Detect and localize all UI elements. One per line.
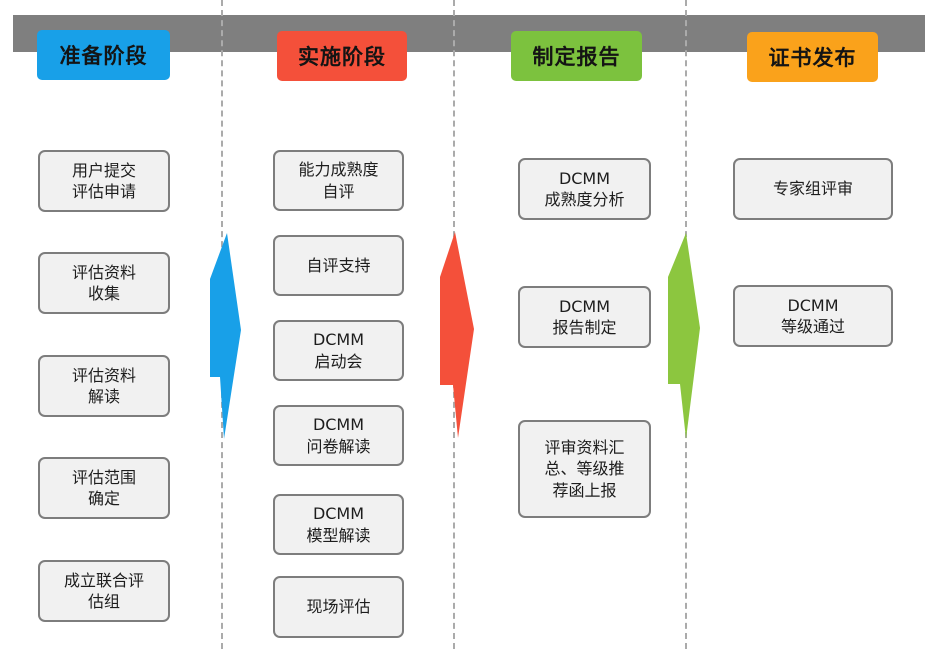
step-label: 自评支持 — [306, 255, 371, 275]
step-label: 评估资料 收集 — [71, 262, 136, 303]
step-label: DCMM 成熟度分析 — [544, 168, 625, 209]
step-box: 评估资料 解读 — [38, 355, 170, 417]
step-box: 用户提交 评估申请 — [38, 150, 170, 212]
step-label: 专家组评审 — [772, 179, 853, 199]
step-label: 评估范围 确定 — [71, 467, 136, 508]
right-arrow-icon — [210, 233, 241, 439]
step-box: 自评支持 — [273, 235, 404, 296]
step-box: 专家组评审 — [733, 158, 893, 220]
phase-header-preparation: 准备阶段 — [37, 30, 170, 80]
step-label: 现场评估 — [306, 597, 371, 617]
step-label: DCMM 等级通过 — [780, 295, 845, 336]
step-label: 评估资料 解读 — [71, 365, 136, 406]
step-label: 能力成熟度 自评 — [298, 160, 379, 201]
step-label: 成立联合评 估组 — [63, 570, 144, 611]
step-box: 能力成熟度 自评 — [273, 150, 404, 211]
step-box: DCMM 成熟度分析 — [518, 158, 651, 220]
step-box: 成立联合评 估组 — [38, 560, 170, 622]
phase-header-implementation: 实施阶段 — [277, 31, 407, 81]
step-box: 现场评估 — [273, 576, 404, 638]
step-box: DCMM 模型解读 — [273, 494, 404, 555]
step-box: DCMM 报告制定 — [518, 286, 651, 348]
phase-divider-line — [685, 0, 687, 649]
step-label: DCMM 报告制定 — [552, 296, 617, 337]
step-box: DCMM 启动会 — [273, 320, 404, 381]
phase-divider-line — [453, 0, 455, 649]
step-box: 评审资料汇 总、等级推 荐函上报 — [518, 420, 651, 518]
step-label: 用户提交 评估申请 — [71, 160, 136, 201]
right-arrow-icon — [440, 232, 474, 438]
step-label: DCMM 模型解读 — [306, 504, 371, 545]
phase-divider-line — [221, 0, 223, 649]
step-box: 评估资料 收集 — [38, 252, 170, 314]
step-box: DCMM 等级通过 — [733, 285, 893, 347]
phase-header-report: 制定报告 — [511, 31, 642, 81]
step-box: DCMM 问卷解读 — [273, 405, 404, 466]
right-arrow-icon — [668, 233, 700, 439]
step-label: DCMM 问卷解读 — [306, 415, 371, 456]
step-label: 评审资料汇 总、等级推 荐函上报 — [544, 438, 625, 500]
step-label: DCMM 启动会 — [312, 330, 365, 371]
phase-header-certificate: 证书发布 — [747, 32, 878, 82]
step-box: 评估范围 确定 — [38, 457, 170, 519]
